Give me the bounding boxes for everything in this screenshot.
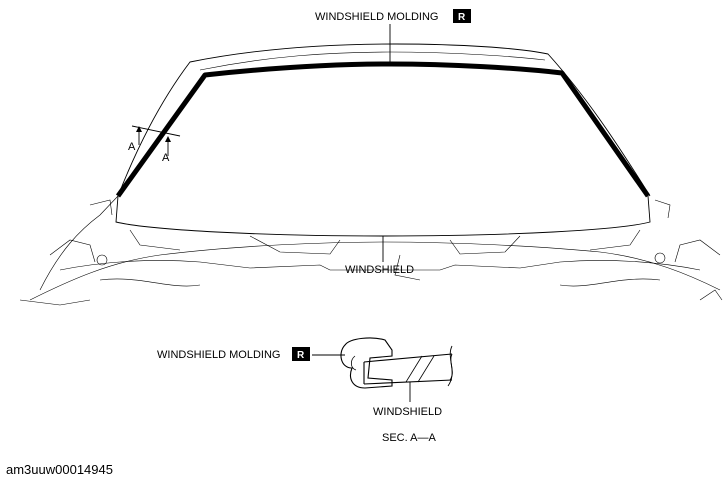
badge-r-section — [292, 347, 310, 361]
cowl-structure — [19, 195, 723, 306]
windshield-label: WINDSHIELD — [345, 264, 414, 276]
badge-r-top — [453, 9, 471, 23]
figure-code: am3uuw00014945 — [6, 462, 113, 477]
windshield-glass — [115, 195, 651, 237]
windshield-molding-label: WINDSHIELD MOLDING — [315, 11, 438, 23]
badge-r-top-text: R — [458, 12, 466, 23]
section-title: SEC. A—A — [382, 432, 436, 444]
section-molding-label: WINDSHIELD MOLDING — [157, 349, 280, 361]
windshield-molding-line — [115, 61, 651, 198]
section-detail — [340, 337, 453, 389]
roof-outline — [117, 43, 651, 197]
section-a-left-label: A — [128, 141, 136, 153]
section-windshield-label: WINDSHIELD — [373, 406, 442, 418]
section-a-right-label: A — [162, 152, 170, 164]
section-a-indicator — [131, 125, 181, 156]
badge-r-section-text: R — [297, 350, 305, 361]
